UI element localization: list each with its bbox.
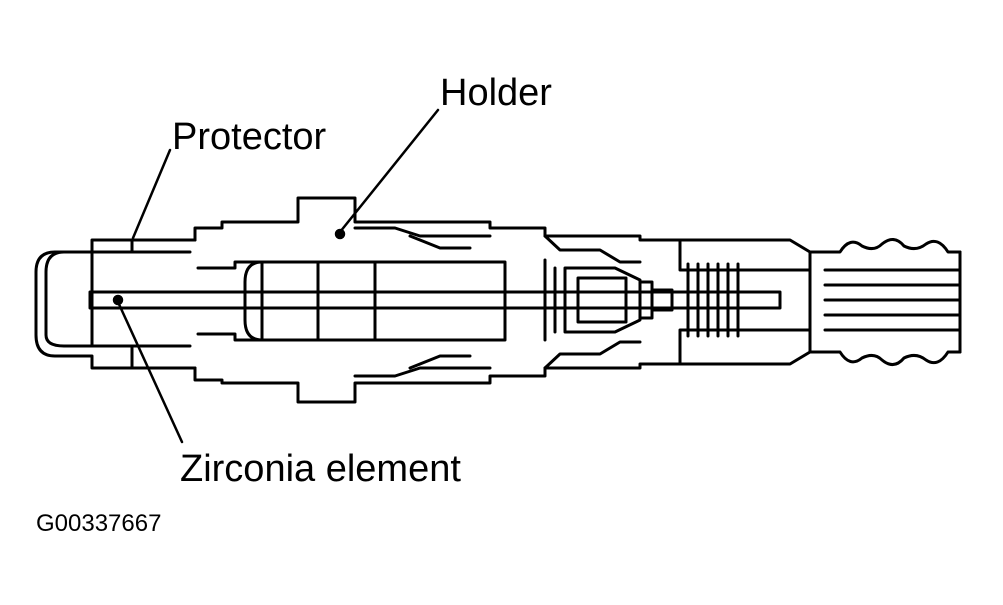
zirconia-leader xyxy=(116,300,184,444)
protector-leader xyxy=(131,148,172,240)
holder-leader xyxy=(338,108,440,234)
holder-housing xyxy=(193,196,682,404)
protector-label: Protector xyxy=(172,116,327,158)
terminal-housing xyxy=(543,234,674,370)
insulator xyxy=(243,260,507,342)
zirconia-leader-dot xyxy=(112,294,124,306)
connector-coil xyxy=(678,238,812,366)
leader-lines xyxy=(112,108,440,444)
holder-label: Holder xyxy=(440,72,552,114)
protector-shell xyxy=(34,238,197,370)
holder-leader-dot xyxy=(334,228,346,240)
cable-grommet xyxy=(808,238,962,366)
zirconia-element-rod xyxy=(88,290,782,310)
figure-id: G00337667 xyxy=(36,510,162,537)
zirconia-element-label: Zirconia element xyxy=(180,448,461,490)
